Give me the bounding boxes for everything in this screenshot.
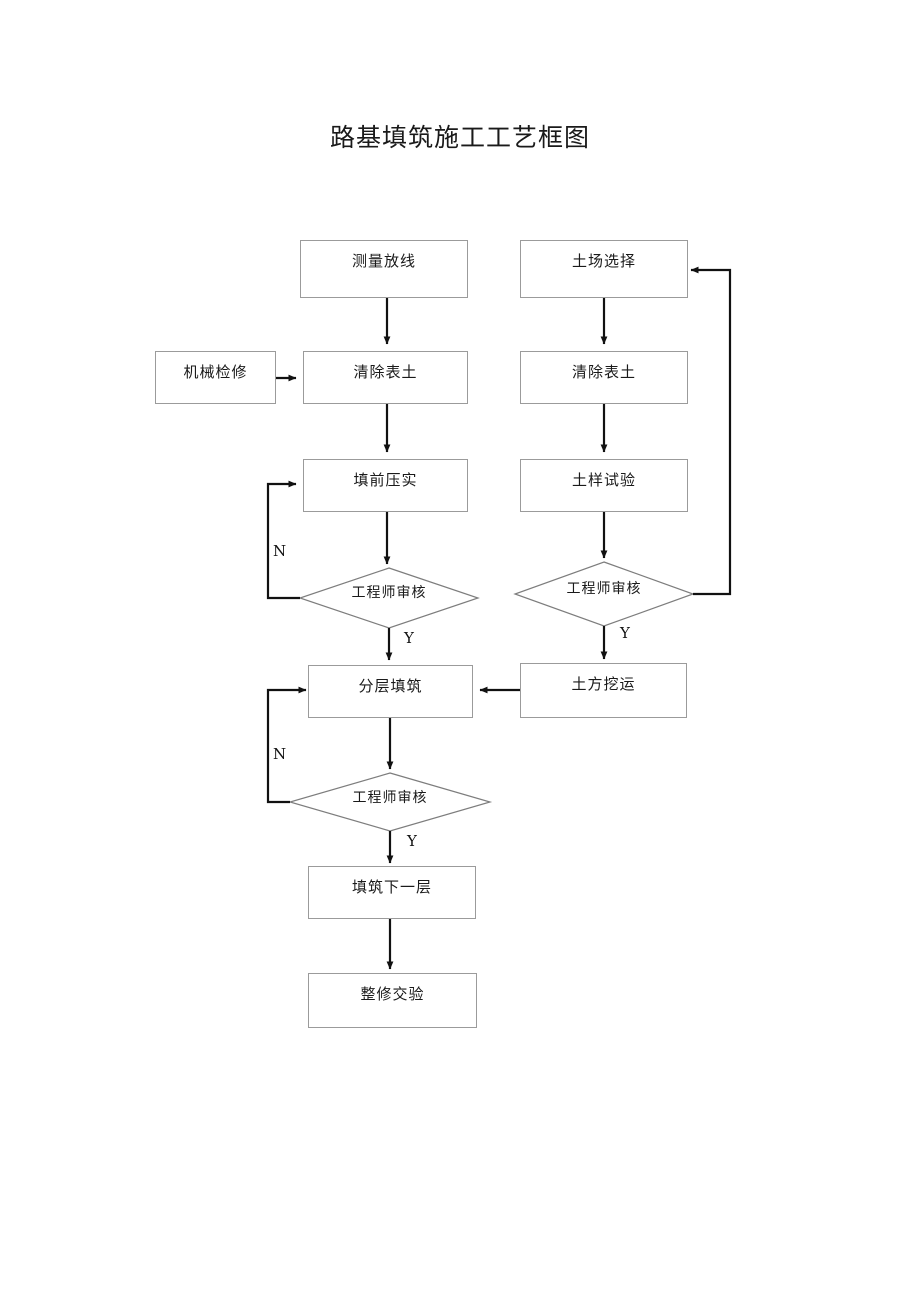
edge-label-no-1: N <box>273 542 287 560</box>
node-pre-fill-compaction[interactable]: 填前压实 <box>303 459 468 512</box>
node-layered-filling-label: 分层填筑 <box>358 677 423 695</box>
edge-review1-no-loop <box>266 480 300 600</box>
page-title: 路基填筑施工工艺框图 <box>329 123 590 152</box>
node-survey-layout-label: 测量放线 <box>351 252 416 270</box>
edge-review2-loop-to-soilsource <box>690 266 732 596</box>
edge-label-yes-1: Y <box>404 629 414 647</box>
node-soil-source-selection-label: 土场选择 <box>571 252 636 270</box>
node-fill-next-layer[interactable]: 填筑下一层 <box>308 866 476 919</box>
edge-label-no-3: N <box>273 745 287 763</box>
node-layered-filling[interactable]: 分层填筑 <box>308 665 473 718</box>
node-clear-topsoil-right[interactable]: 清除表土 <box>520 351 688 404</box>
edge-label-yes-3: Y <box>407 832 417 850</box>
node-repair-and-acceptance-label: 整修交验 <box>360 985 425 1003</box>
node-earthwork-excavation-label: 土方挖运 <box>571 675 636 693</box>
node-soil-source-selection[interactable]: 土场选择 <box>520 240 688 298</box>
node-pre-fill-compaction-label: 填前压实 <box>353 471 418 489</box>
node-soil-sample-test[interactable]: 土样试验 <box>520 459 688 512</box>
node-engineer-review-3-label[interactable]: 工程师审核 <box>352 790 428 806</box>
edge-label-yes-2: Y <box>620 624 630 642</box>
node-repair-and-acceptance[interactable]: 整修交验 <box>308 973 477 1028</box>
node-clear-topsoil-left-label: 清除表土 <box>353 363 418 381</box>
node-soil-sample-test-label: 土样试验 <box>571 471 636 489</box>
node-engineer-review-1-label[interactable]: 工程师审核 <box>351 585 427 601</box>
node-fill-next-layer-label: 填筑下一层 <box>351 878 432 896</box>
node-clear-topsoil-right-label: 清除表土 <box>571 363 636 381</box>
node-earthwork-excavation[interactable]: 土方挖运 <box>520 663 687 718</box>
node-machine-maintenance[interactable]: 机械检修 <box>155 351 276 404</box>
node-clear-topsoil-left[interactable]: 清除表土 <box>303 351 468 404</box>
node-machine-maintenance-label: 机械检修 <box>183 363 248 381</box>
node-engineer-review-2-label[interactable]: 工程师审核 <box>566 581 642 597</box>
edge-review3-no-loop <box>266 686 307 804</box>
node-survey-layout[interactable]: 测量放线 <box>300 240 468 298</box>
